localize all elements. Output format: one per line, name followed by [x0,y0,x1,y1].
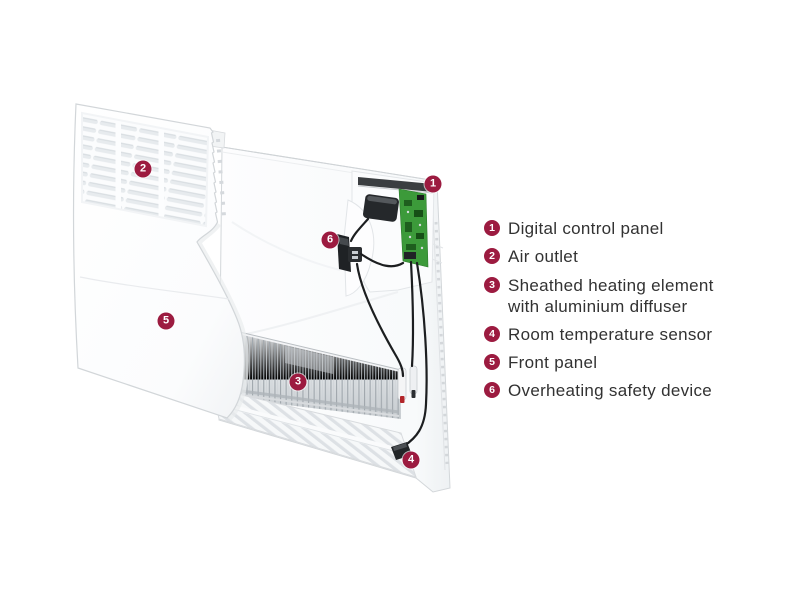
callout-marker-1: 1 [424,175,442,193]
legend-badge-4: 4 [484,326,500,342]
heating-element [230,329,402,419]
legend-item-heating-element: 3 Sheathed heating element with aluminium… [484,275,714,317]
front-panel-shadow [196,222,249,421]
legend-label-4: Room temperature sensor [508,325,713,344]
legend-badge-5: 5 [484,354,500,370]
legend-badge-6: 6 [484,382,500,398]
legend-badge-2: 2 [484,248,500,264]
legend-label-2: Air outlet [508,247,579,266]
legend-item-air-outlet: 2 Air outlet [484,246,578,267]
legend-label-1: Digital control panel [508,219,664,238]
legend-item-front-panel: 5 Front panel [484,352,597,373]
legend-label-3-line1: Sheathed heating element [508,276,714,295]
control-panel-assembly [343,170,435,297]
sheathed-element-tube [233,388,400,414]
control-display-slot [358,177,433,192]
circuit-board [398,188,429,268]
legend-item-digital-control-panel: 1 Digital control panel [484,218,664,239]
legend-label-3: Sheathed heating element with aluminium d… [508,275,714,317]
legend-label-6: Overheating safety device [508,381,713,400]
legend-badge-3: 3 [484,277,500,293]
legend-badge-1: 1 [484,220,500,236]
side-flange-fold [432,212,446,471]
element-center-block [285,346,333,374]
callout-marker-4: 4 [402,451,420,469]
side-flange-hatch [434,221,449,465]
callout-marker-6: 6 [321,231,339,249]
callout-marker-2: 2 [134,160,152,178]
display-module [363,194,399,222]
air-inlet-tray [212,387,417,478]
thermal-fuses [397,365,418,403]
legend-item-room-temperature-sensor: 4 Room temperature sensor [484,324,712,345]
legend-label-3-line2: with aluminium diffuser [508,297,688,316]
louver-cut-edge [216,138,226,217]
wiring [349,217,428,448]
legend-label-5: Front panel [508,353,598,372]
callout-marker-3: 3 [289,373,307,391]
front-panel [72,103,245,419]
callout-marker-5: 5 [157,312,175,330]
legend-item-overheating-safety-device: 6 Overheating safety device [484,380,712,401]
overheating-safety-device [337,234,362,272]
